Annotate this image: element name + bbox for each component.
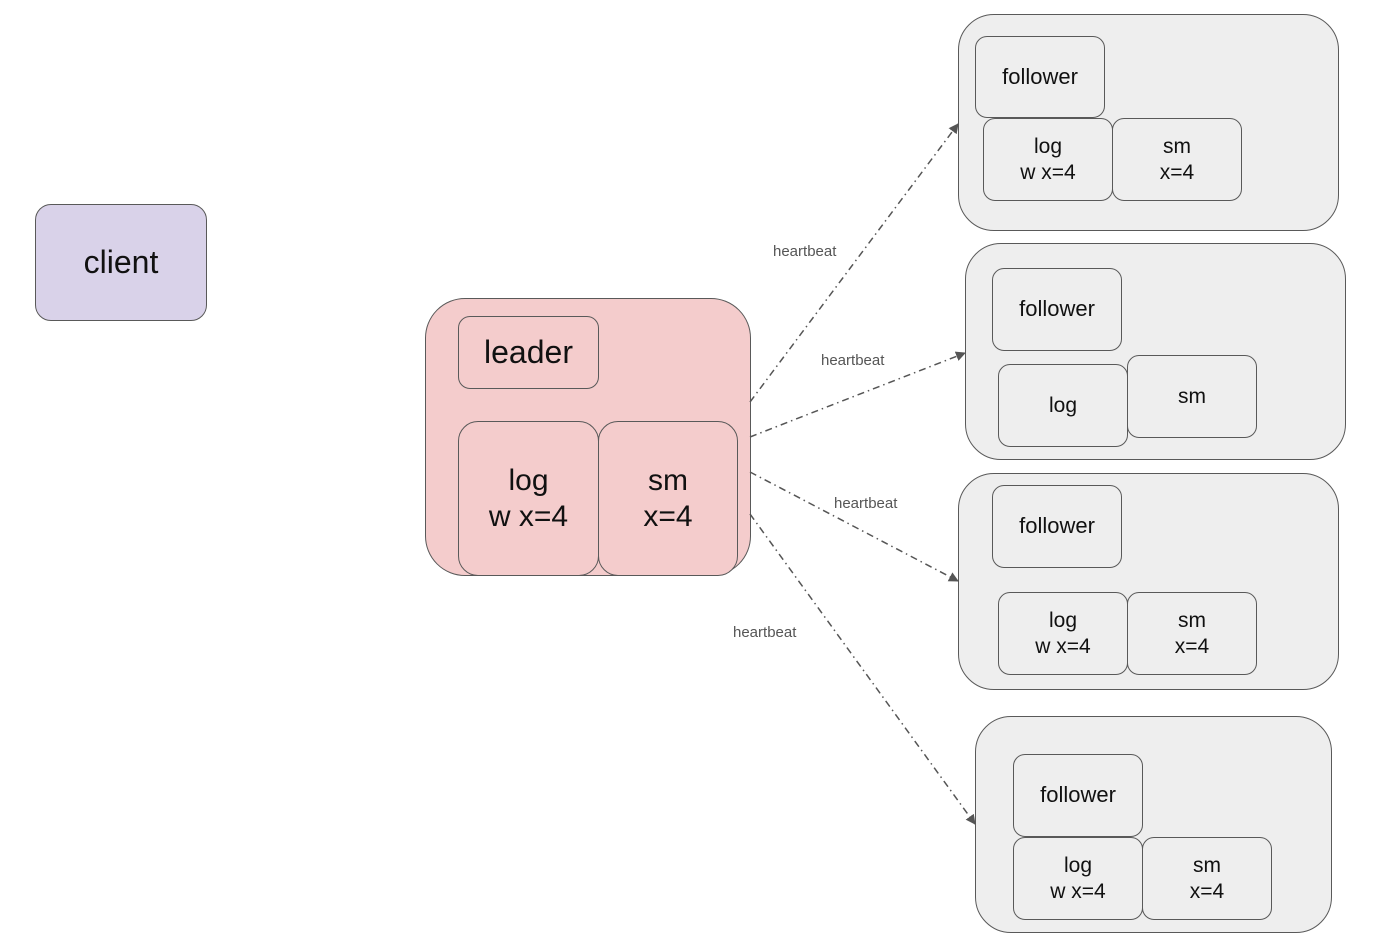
heartbeat-arrow-3 [749, 471, 959, 582]
follower-4-title-box: follower [1013, 754, 1143, 837]
follower-3-title: follower [1019, 513, 1095, 539]
follower-2-sm-label: sm [1178, 384, 1206, 408]
leader-sm-box: sm x=4 [598, 421, 738, 576]
heartbeat-label-4: heartbeat [733, 624, 797, 641]
follower-1-title-box: follower [975, 36, 1105, 118]
leader-title: leader [484, 334, 573, 371]
heartbeat-label-3: heartbeat [834, 495, 898, 512]
follower-3-log-label: log w x=4 [1035, 609, 1091, 658]
follower-2-sm-box: sm [1127, 355, 1257, 438]
follower-3-log-box: log w x=4 [998, 592, 1128, 675]
follower-2-title: follower [1019, 296, 1095, 322]
follower-1-sm-label: sm x=4 [1159, 135, 1195, 184]
follower-2-log-label: log [1048, 393, 1078, 417]
heartbeat-label-2: heartbeat [821, 352, 885, 369]
follower-3-sm-box: sm x=4 [1127, 592, 1257, 675]
heartbeat-arrow-4 [749, 513, 976, 825]
client-label: client [83, 244, 159, 281]
leader-title-box: leader [458, 316, 599, 389]
follower-4-title: follower [1040, 782, 1116, 808]
follower-1-log-label: log w x=4 [1020, 135, 1076, 184]
follower-2-log-box: log [998, 364, 1128, 447]
follower-1-title: follower [1002, 63, 1078, 89]
heartbeat-label-1: heartbeat [773, 243, 837, 260]
follower-2-title-box: follower [992, 268, 1122, 351]
follower-3-sm-label: sm x=4 [1174, 609, 1210, 658]
follower-4-log-box: log w x=4 [1013, 837, 1143, 920]
follower-4-sm-box: sm x=4 [1142, 837, 1272, 920]
leader-sm-label: sm x=4 [643, 463, 693, 533]
leader-log-box: log w x=4 [458, 421, 599, 576]
client-node: client [35, 204, 207, 321]
follower-1-log-box: log w x=4 [983, 118, 1113, 201]
follower-1-sm-box: sm x=4 [1112, 118, 1242, 201]
heartbeat-arrow-1 [749, 123, 959, 403]
heartbeat-arrow-2 [749, 351, 966, 438]
follower-3-title-box: follower [992, 485, 1122, 568]
follower-4-sm-label: sm x=4 [1189, 854, 1225, 903]
follower-4-log-label: log w x=4 [1050, 854, 1106, 903]
leader-log-label: log w x=4 [488, 463, 569, 533]
